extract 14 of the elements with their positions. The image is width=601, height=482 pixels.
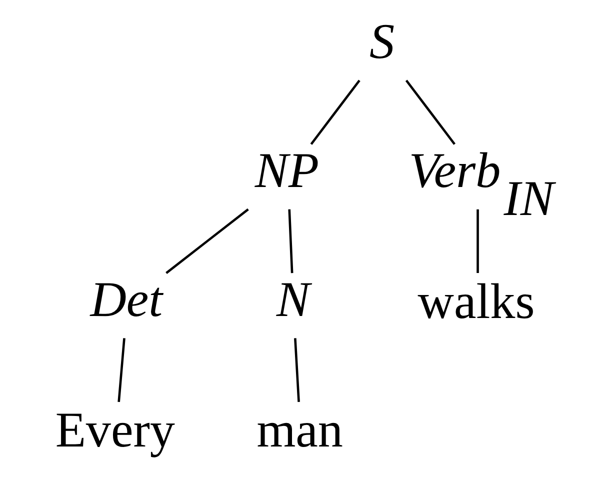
node-text: Every — [54, 402, 174, 458]
node-text: S — [368, 13, 394, 70]
connector — [294, 338, 300, 402]
connector — [165, 208, 248, 274]
connector — [117, 338, 125, 402]
connector — [310, 80, 360, 145]
node-text: NP — [254, 142, 318, 198]
node-text: man — [256, 402, 342, 458]
node-text: Det — [90, 271, 162, 327]
connector — [288, 209, 293, 274]
connector — [404, 80, 456, 145]
connector — [476, 209, 478, 274]
node-text: N — [276, 271, 310, 327]
node-text: walks — [417, 272, 534, 329]
